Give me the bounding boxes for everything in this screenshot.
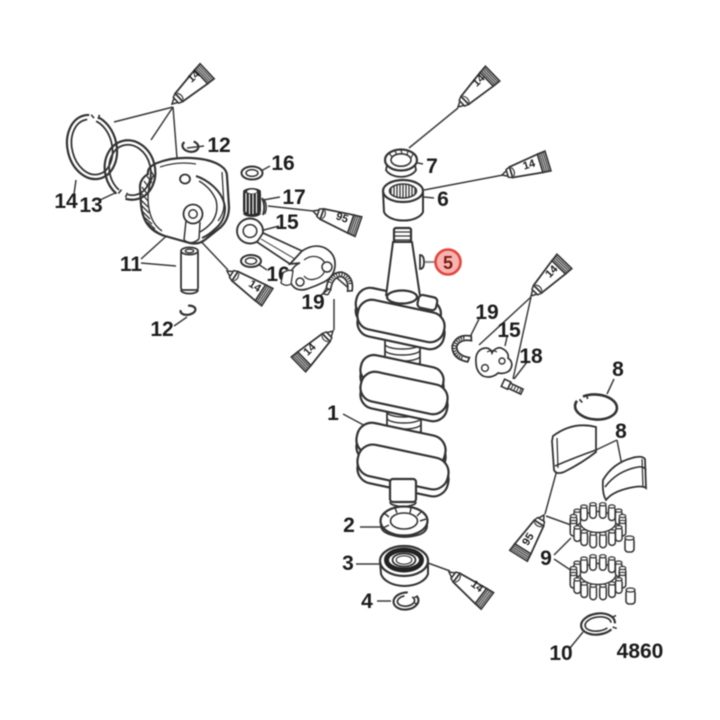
svg-text:13: 13 <box>79 194 102 217</box>
svg-text:15: 15 <box>497 319 521 342</box>
svg-text:3: 3 <box>342 552 354 575</box>
svg-text:2: 2 <box>343 514 355 537</box>
svg-text:16: 16 <box>271 152 294 175</box>
svg-text:12: 12 <box>150 318 173 341</box>
svg-text:14: 14 <box>54 190 78 213</box>
svg-text:5: 5 <box>443 253 453 273</box>
svg-text:6: 6 <box>437 188 449 211</box>
svg-text:4860: 4860 <box>617 640 664 663</box>
svg-text:10: 10 <box>549 642 572 665</box>
svg-text:8: 8 <box>615 420 627 443</box>
svg-text:95: 95 <box>334 210 349 225</box>
svg-text:7: 7 <box>426 155 438 178</box>
svg-text:11: 11 <box>120 253 143 276</box>
svg-text:4: 4 <box>361 590 373 613</box>
svg-text:9: 9 <box>540 547 552 570</box>
svg-text:19: 19 <box>475 301 498 324</box>
svg-text:17: 17 <box>282 186 305 209</box>
svg-text:12: 12 <box>207 134 230 157</box>
svg-text:1: 1 <box>327 402 339 425</box>
svg-text:14: 14 <box>522 157 538 172</box>
svg-text:95: 95 <box>520 531 537 548</box>
svg-text:19: 19 <box>301 291 324 314</box>
svg-text:8: 8 <box>612 358 624 381</box>
svg-text:15: 15 <box>275 211 299 234</box>
svg-text:18: 18 <box>519 345 543 368</box>
